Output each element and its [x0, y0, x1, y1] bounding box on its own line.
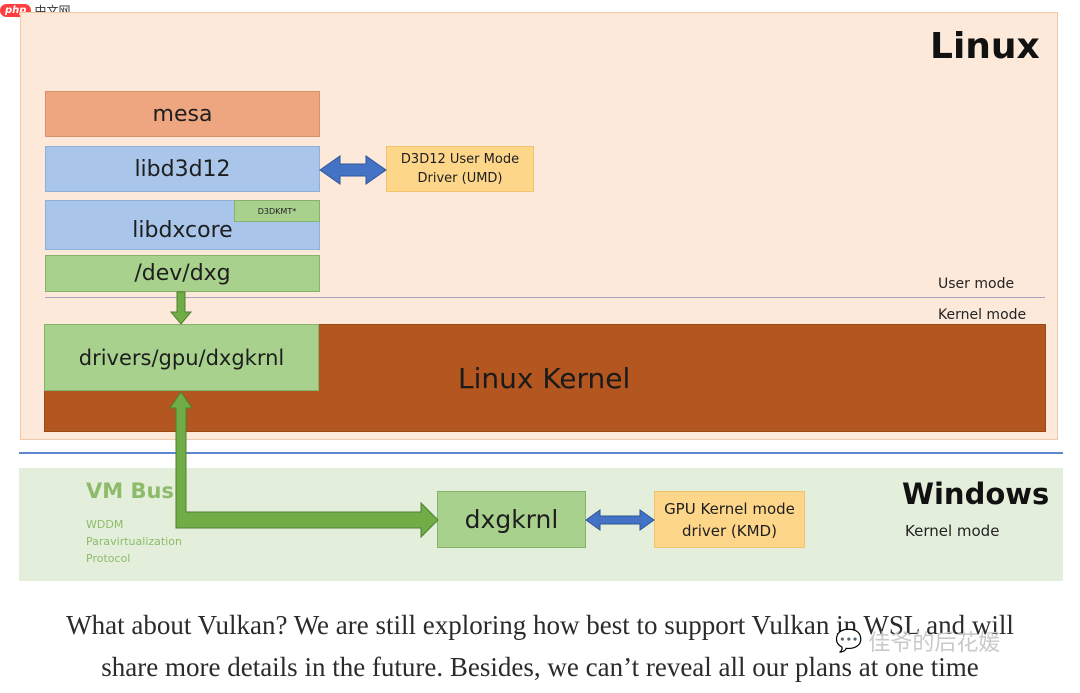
mesa-box: mesa: [45, 91, 320, 137]
kmd-box: GPU Kernel mode driver (KMD): [654, 491, 805, 548]
umd-box: D3D12 User Mode Driver (UMD): [386, 146, 534, 192]
kmd-line-1: GPU Kernel mode: [664, 499, 795, 518]
kernel-mode-label: Kernel mode: [938, 307, 1027, 323]
vm-bus-desc-line-1: WDDM: [86, 518, 124, 531]
caption-line-1: What about Vulkan? We are still explorin…: [66, 610, 1014, 640]
umd-line-2: Driver (UMD): [417, 171, 503, 186]
vm-bus-desc-line-2: Paravirtualization: [86, 535, 182, 548]
windows-dxgkrnl-box: dxgkrnl: [437, 491, 586, 548]
wechat-watermark-text: 佳爷的后花媛: [868, 631, 1001, 656]
libd3d12-box: libd3d12: [45, 146, 320, 192]
d3dkmt-box: D3DKMT*: [234, 200, 320, 222]
kmd-line-2: driver (KMD): [682, 521, 777, 540]
linux-title: Linux: [930, 26, 1040, 67]
linux-kernel-label: Linux Kernel: [458, 362, 631, 395]
caption-line-2: share more details in the future. Beside…: [101, 652, 979, 682]
article-caption: What about Vulkan? We are still explorin…: [0, 604, 1080, 688]
vm-bus-description: WDDM Paravirtualization Protocol: [86, 516, 182, 567]
wechat-watermark: 💬 佳爷的后花媛: [835, 625, 1000, 657]
linux-windows-separator: [19, 452, 1063, 454]
vm-bus-desc-line-3: Protocol: [86, 552, 131, 565]
umd-line-1: D3D12 User Mode: [400, 152, 520, 167]
linux-dxgkrnl-driver-box: drivers/gpu/dxgkrnl: [44, 324, 319, 391]
windows-kernel-mode-label: Kernel mode: [905, 522, 1000, 540]
windows-title: Windows: [902, 477, 1050, 511]
wechat-icon: 💬: [835, 628, 863, 654]
vm-bus-label: VM Bus: [86, 479, 174, 503]
dev-dxg-box: /dev/dxg: [45, 255, 320, 292]
user-kernel-divider: [45, 297, 1045, 298]
user-mode-label: User mode: [938, 276, 1015, 292]
